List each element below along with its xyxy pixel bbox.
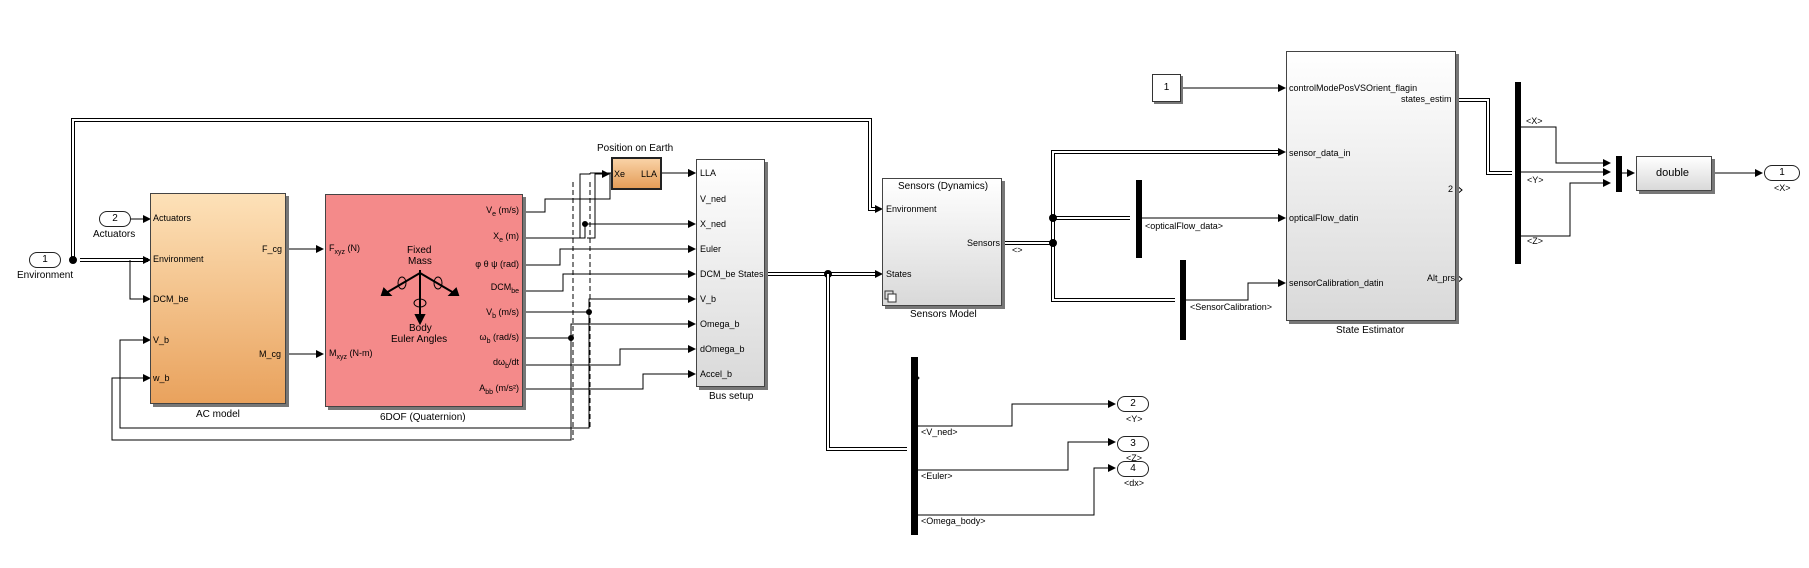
se-in-optical: opticalFlow_datin <box>1289 213 1359 223</box>
calib-selector[interactable] <box>1180 260 1186 340</box>
dof-out-dwb: dωb/dt <box>493 357 519 370</box>
ac-in-actuators: Actuators <box>153 213 192 223</box>
ac-in-wb: w_b <box>153 373 170 383</box>
bus-in-accel: Accel_b <box>700 369 733 379</box>
ac-out-fcg: F_cg <box>262 244 283 254</box>
outport-3[interactable]: 3 <box>1117 436 1149 452</box>
se-out-2: 2 <box>1448 184 1454 194</box>
inport-actuators[interactable]: 2 <box>99 211 131 227</box>
position-on-earth-title: Position on Earth <box>597 143 674 154</box>
subsystem-icon <box>884 290 897 303</box>
bus-setup-block[interactable] <box>696 159 765 387</box>
dof-out-abb: Abb (m/s²) <box>479 383 519 396</box>
sensors-in-environment: Environment <box>886 204 937 214</box>
sensors-block[interactable] <box>882 178 1002 306</box>
sensors-name: Sensors Model <box>910 309 977 320</box>
ac-model-name: AC model <box>196 409 240 420</box>
sig-euler: <Euler> <box>921 471 953 481</box>
axes-icon <box>380 270 460 325</box>
bus-in-xned: X_ned <box>700 219 727 229</box>
se-in-calib: sensorCalibration_datin <box>1289 278 1384 288</box>
outport-1-label: <X> <box>1774 183 1791 193</box>
ac-in-environment: Environment <box>153 254 204 264</box>
double-label: double <box>1656 167 1690 179</box>
bus-in-vb: V_b <box>700 294 717 304</box>
double-block[interactable] <box>1636 156 1712 191</box>
dof-center-fixed: Fixed <box>407 245 432 256</box>
sig-optical: <opticalFlow_data> <box>1145 221 1224 231</box>
output-selector[interactable] <box>911 357 918 535</box>
inport-environment-label: Environment <box>17 270 74 281</box>
ac-in-dcm: DCM_be <box>153 294 189 304</box>
outport-4-label: <dx> <box>1124 478 1145 488</box>
se-in-sensor: sensor_data_in <box>1289 148 1351 158</box>
outport-2[interactable]: 2 <box>1117 396 1149 412</box>
ac-in-vb: V_b <box>153 335 170 345</box>
bus-setup-name: Bus setup <box>709 391 754 402</box>
sig-calib: <SensorCalibration> <box>1190 302 1273 312</box>
se-out-states: states_estim <box>1401 94 1452 104</box>
dof-center-mass: Mass <box>408 256 432 267</box>
dof-in-fxyz: Fxyz (N) <box>329 243 360 256</box>
inport-actuators-label: Actuators <box>93 229 136 240</box>
ac-out-mcg: M_cg <box>259 349 282 359</box>
dof-out-xe: Xe (m) <box>493 231 519 244</box>
se-in-control: controlModePosVSOrient_flagin <box>1289 83 1418 93</box>
bus-in-vned: V_ned <box>700 194 727 204</box>
inport-environment[interactable]: 1 <box>29 252 61 268</box>
sig-vned: <V_ned> <box>921 427 958 437</box>
sig-x: <X> <box>1526 116 1543 126</box>
pos-out-lla: LLA <box>641 169 658 179</box>
states-selector[interactable] <box>1515 82 1521 264</box>
sig-z: <Z> <box>1527 236 1544 246</box>
dof-out-euler: φ θ ψ (rad) <box>475 259 519 269</box>
sixdof-name: 6DOF (Quaternion) <box>380 412 466 423</box>
dof-out-wb: ωb (rad/s) <box>479 332 519 345</box>
se-out-altprs: Alt_prs <box>1427 273 1456 283</box>
outport-3-label: <Z> <box>1126 453 1143 463</box>
dof-in-mxyz: Mxyz (N-m) <box>329 348 373 361</box>
dof-center-euler: Euler Angles <box>391 334 448 345</box>
sensors-sig: <> <box>1012 245 1023 255</box>
bus-in-euler: Euler <box>700 244 722 254</box>
dof-out-dcm: DCMbe <box>490 282 519 295</box>
state-estimator-name: State Estimator <box>1336 325 1405 336</box>
bus-in-dcm: DCM_be <box>700 269 736 279</box>
sensors-in-states: States <box>886 269 912 279</box>
bus-in-omega: Omega_b <box>700 319 740 329</box>
dof-center-body: Body <box>409 323 432 334</box>
bus-out-states: States <box>738 269 764 279</box>
state-estimator-block[interactable] <box>1286 51 1456 321</box>
position-on-earth-block[interactable] <box>611 157 662 190</box>
pos-in-xe: Xe <box>614 169 626 179</box>
dof-out-vb: Vb (m/s) <box>486 307 519 320</box>
ac-model-block[interactable] <box>150 193 286 404</box>
constant-block[interactable]: 1 <box>1152 74 1181 102</box>
outport-4[interactable]: 4 <box>1117 461 1149 477</box>
dof-out-ve: Ve (m/s) <box>486 205 519 218</box>
mux-bar[interactable] <box>1616 156 1622 192</box>
outport-2-label: <Y> <box>1126 414 1143 424</box>
sig-y: <Y> <box>1527 175 1544 185</box>
sensors-title: Sensors (Dynamics) <box>898 181 989 192</box>
bus-in-domega: dOmega_b <box>700 344 745 354</box>
bus-in-lla: LLA <box>700 168 717 178</box>
optical-selector[interactable] <box>1136 180 1142 258</box>
outport-1[interactable]: 1 <box>1764 165 1800 181</box>
sig-omega-body: <Omega_body> <box>921 516 986 526</box>
sensors-out: Sensors <box>967 238 1001 248</box>
